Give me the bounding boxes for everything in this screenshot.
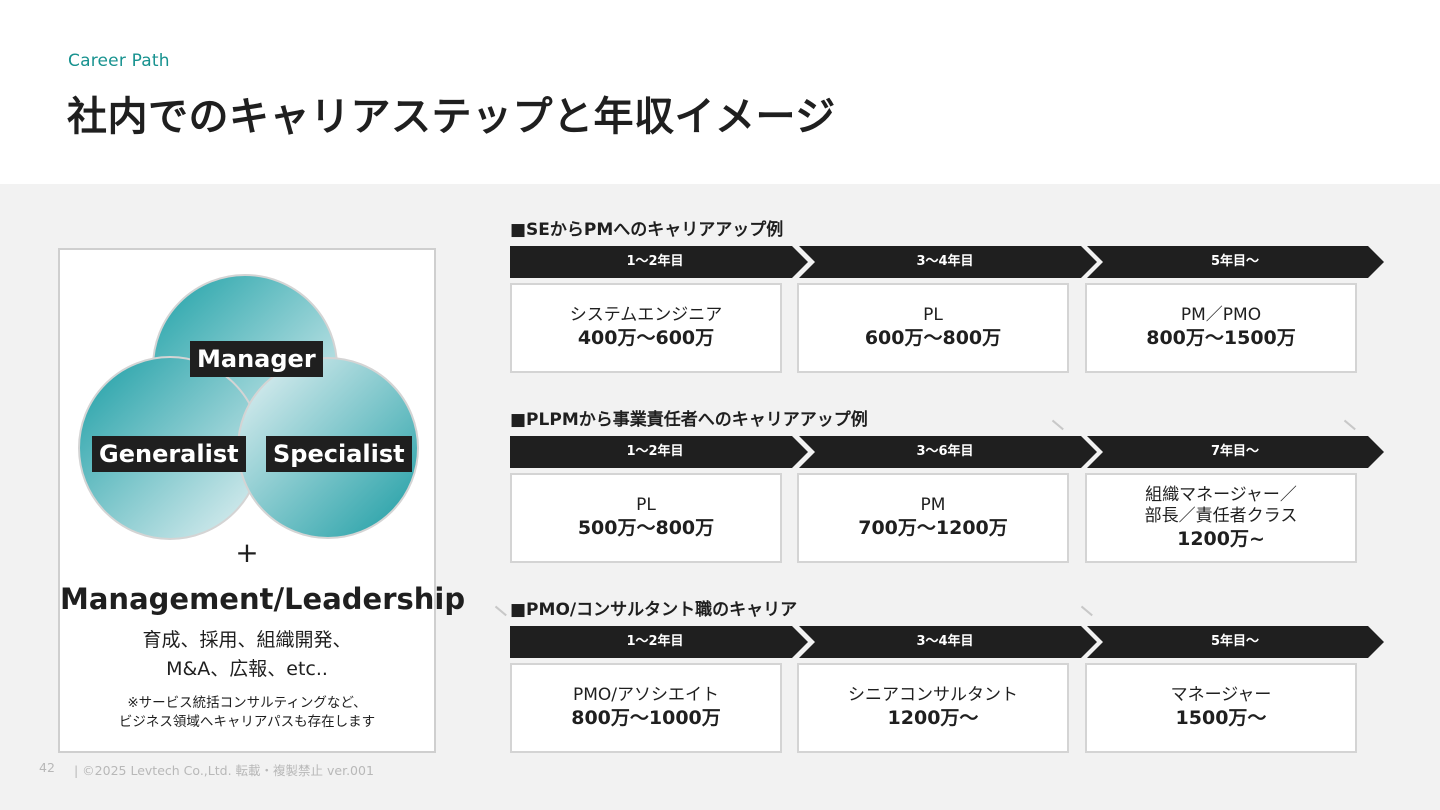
career-section-plpm-to-executive: ■PLPMから事業責任者へのキャリアアップ例 1〜2年目 3〜6年目 7年目〜 … (510, 405, 1390, 585)
career-step-box: システムエンジニア 400万〜600万 (510, 283, 782, 373)
step-label: 5年目〜 (1210, 254, 1260, 269)
career-step-box: PMO/アソシエイト 800万〜1000万 (510, 663, 782, 753)
leadership-card: Manager Generalist Specialist + Manageme… (58, 248, 466, 753)
salary-range: 700万〜1200万 (858, 517, 1008, 539)
leadership-heading: Management/Leadership (60, 582, 466, 616)
timeline-arrow (1087, 436, 1384, 468)
salary-range: 1200万〜 (887, 707, 979, 729)
career-step-box: PL 600万〜800万 (797, 283, 1069, 373)
salary-range: 1200万~ (1177, 527, 1265, 550)
specialist-label: Specialist (266, 436, 412, 472)
timeline-arrow (510, 436, 808, 468)
section-title: ■PLPMから事業責任者へのキャリアアップ例 (510, 410, 868, 430)
page-number: 42 (39, 760, 55, 775)
career-note-line: ※サービス統括コンサルティングなど、 (127, 695, 367, 711)
step-label: 1〜2年目 (626, 444, 684, 459)
salary-range: 500万〜800万 (577, 517, 715, 539)
section-title: ■PMO/コンサルタント職のキャリア (510, 600, 798, 620)
timeline-arrow (510, 626, 808, 658)
role-name: PL (923, 305, 943, 325)
step-label: 5年目〜 (1210, 634, 1260, 649)
salary-range: 1500万〜 (1175, 707, 1267, 729)
header-area: Career Path 社内でのキャリアステップと年収イメージ (0, 0, 1440, 184)
timeline-arrows (510, 436, 1384, 468)
career-step-box: PL 500万〜800万 (510, 473, 782, 563)
role-name: シニアコンサルタント (848, 685, 1018, 705)
step-label: 3〜6年目 (916, 444, 974, 459)
career-step-box: シニアコンサルタント 1200万〜 (797, 663, 1069, 753)
role-name: PM (920, 495, 946, 515)
role-name: 部長／責任者クラス (1144, 505, 1298, 526)
role-name: システムエンジニア (569, 305, 723, 325)
step-label: 3〜4年目 (916, 634, 974, 649)
salary-range: 400万〜600万 (577, 327, 715, 349)
salary-range: 800万〜1500万 (1146, 327, 1296, 349)
role-name: PMO/アソシエイト (572, 685, 720, 705)
manager-label: Manager (190, 341, 323, 377)
career-step-box: PM／PMO 800万〜1500万 (1085, 283, 1357, 373)
timeline-arrows (510, 626, 1384, 658)
timeline-arrow (799, 436, 1097, 468)
career-step-box: 組織マネージャー／ 部長／責任者クラス 1200万~ (1085, 473, 1357, 563)
role-name: 組織マネージャー／ (1145, 484, 1297, 505)
role-name: マネージャー (1170, 685, 1272, 705)
plus-sign: + (235, 536, 259, 569)
venn-diagram (78, 274, 419, 540)
step-label: 1〜2年目 (626, 254, 684, 269)
timeline-arrow (1087, 626, 1384, 658)
step-label: 3〜4年目 (916, 254, 974, 269)
step-label: 7年目〜 (1210, 444, 1260, 459)
leadership-description-line: M&A、広報、etc.. (166, 658, 328, 680)
timeline-arrow (799, 246, 1097, 278)
career-step-box: PM 700万〜1200万 (797, 473, 1069, 563)
role-name: PM／PMO (1180, 305, 1262, 325)
career-step-box: マネージャー 1500万〜 (1085, 663, 1357, 753)
generalist-label: Generalist (92, 436, 246, 472)
career-section-pmo-consultant: ■PMO/コンサルタント職のキャリア 1〜2年目 3〜4年目 5年目〜 PMO/… (510, 595, 1390, 775)
salary-range: 600万〜800万 (864, 327, 1002, 349)
leadership-description-line: 育成、採用、組織開発、 (142, 629, 352, 651)
timeline-arrow (1087, 246, 1384, 278)
page-title: 社内でのキャリアステップと年収イメージ (67, 94, 836, 140)
timeline-arrow (799, 626, 1097, 658)
timeline-arrow (510, 246, 808, 278)
section-eyebrow: Career Path (68, 51, 170, 71)
career-section-se-to-pm: ■SEからPMへのキャリアアップ例 1〜2年目 3〜4年目 5年目〜 システムエ… (510, 215, 1390, 395)
salary-range: 800万〜1000万 (571, 707, 721, 729)
career-note: ※サービス統括コンサルティングなど、 ビジネス領域へキャリアパスも存在します (60, 694, 434, 732)
career-note-line: ビジネス領域へキャリアパスも存在します (118, 714, 376, 730)
step-label: 1〜2年目 (626, 634, 684, 649)
timeline-arrows (510, 246, 1384, 278)
role-name: PL (636, 495, 656, 515)
leadership-description: 育成、採用、組織開発、 M&A、広報、etc.. (60, 626, 434, 684)
copyright: | ©2025 Levtech Co.,Ltd. 転載・複製禁止 ver.001 (74, 763, 374, 778)
section-title: ■SEからPMへのキャリアアップ例 (510, 220, 784, 240)
